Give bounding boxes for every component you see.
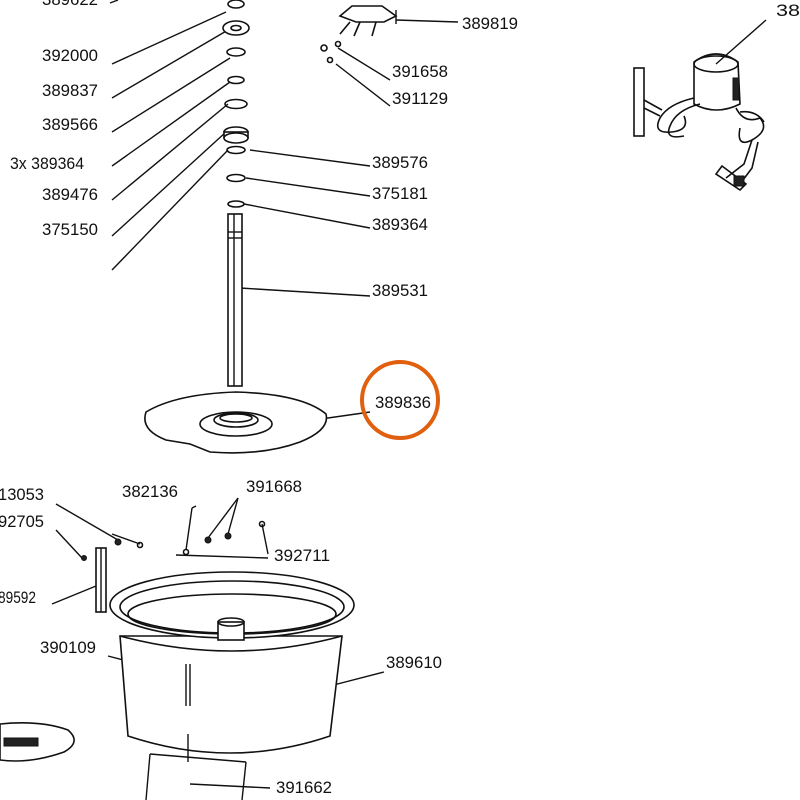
part-label-13053: 13053 [0, 485, 44, 504]
part-label-391668: 391668 [246, 477, 302, 496]
shaft-389531 [227, 213, 243, 387]
part-label-389476: 389476 [42, 185, 98, 204]
part-label-375181: 375181 [372, 184, 428, 203]
part-label-389576: 389576 [372, 153, 428, 172]
part-label-89592: 89592 [0, 588, 36, 607]
part-label-375150: 375150 [42, 220, 98, 239]
bottom-left-plate [0, 722, 75, 762]
part-label-390109: 390109 [40, 638, 96, 657]
part-label-392000: 392000 [42, 46, 98, 65]
part-label-391658: 391658 [392, 62, 448, 81]
highlight-circle [360, 360, 440, 440]
bracket-389819 [320, 5, 398, 64]
part-label-391662: 391662 [276, 778, 332, 797]
part-label-392711: 392711 [274, 546, 330, 565]
small-parts [81, 505, 269, 613]
part-label-3x-389364: 3x 389364 [10, 154, 84, 173]
part-label-389622: 389622 [42, 0, 98, 9]
part-label-389566: 389566 [42, 115, 98, 134]
part-label-389836: 389836 [375, 393, 431, 412]
tub-389610 [109, 571, 355, 800]
part-label-391129: 391129 [392, 89, 448, 108]
part-label-389819: 389819 [462, 14, 518, 33]
agitator-assembly [633, 19, 767, 192]
washer-stack [222, 0, 250, 208]
part-label-389364: 389364 [372, 215, 428, 234]
disc-389836 [144, 391, 328, 454]
part-label-38-cutoff: 38 [776, 1, 800, 20]
part-label-389531: 389531 [372, 281, 428, 300]
part-label-389837: 389837 [42, 81, 98, 100]
part-label-389610: 389610 [386, 653, 442, 672]
part-label-382136: 382136 [122, 482, 178, 501]
part-label-92705: 92705 [0, 512, 44, 531]
